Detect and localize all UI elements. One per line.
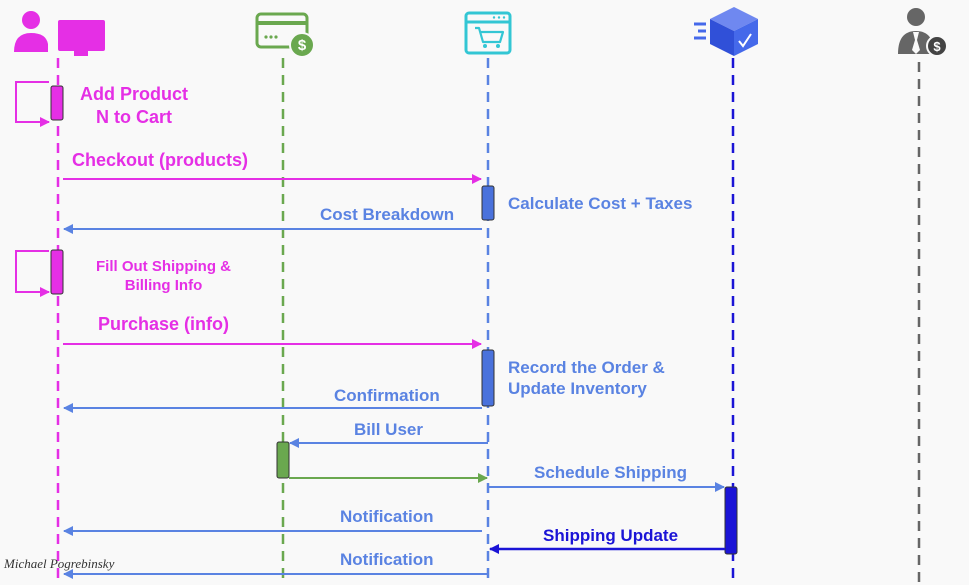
shipping-update-label: Shipping Update xyxy=(543,526,679,545)
activation-store-2 xyxy=(481,349,495,407)
activation-store-1 xyxy=(481,185,495,221)
user-computer-icon xyxy=(14,11,105,56)
credit-card-payment-icon: $ xyxy=(255,12,315,58)
cost-breakdown-label: Cost Breakdown xyxy=(320,205,455,224)
activation-payment xyxy=(276,441,290,479)
fill-out-line1: Fill Out Shipping & xyxy=(96,258,231,275)
record-order-line2: Update Inventory xyxy=(508,379,647,399)
shipping-box-icon xyxy=(694,7,758,56)
confirmation-label: Confirmation xyxy=(334,386,440,405)
author-credit: Michael Pogrebinsky xyxy=(4,556,115,571)
calculate-cost-label: Calculate Cost + Taxes xyxy=(508,194,693,213)
web-shopping-cart-icon xyxy=(464,11,512,55)
self-loop-fill-out xyxy=(15,250,50,297)
checkout-label: Checkout (products) xyxy=(72,150,249,170)
purchase-label: Purchase (info) xyxy=(98,314,230,334)
notification-label-2: Notification xyxy=(340,550,434,569)
record-order-line1: Record the Order & xyxy=(508,358,665,377)
fill-out-label: Fill Out Shipping & Billing Info xyxy=(96,258,231,296)
bill-user-label: Bill User xyxy=(354,420,423,439)
svg-text:$: $ xyxy=(298,37,307,54)
notification-label-1: Notification xyxy=(340,507,434,526)
activation-user-2 xyxy=(50,249,64,295)
svg-text:$: $ xyxy=(933,39,941,54)
fill-out-line2: Billing Info xyxy=(124,276,203,294)
add-product-line1: Add Product xyxy=(80,84,188,104)
add-product-label: Add Product N to Cart xyxy=(80,83,188,128)
activation-user-1 xyxy=(50,85,64,121)
record-order-label: Record the Order & Update Inventory xyxy=(508,357,665,400)
self-loop-add-product xyxy=(15,81,50,127)
businessman-dollar-icon: $ xyxy=(898,8,948,57)
activation-shipping xyxy=(724,486,738,555)
add-product-line2: N to Cart xyxy=(96,106,172,127)
schedule-shipping-label: Schedule Shipping xyxy=(534,463,688,482)
